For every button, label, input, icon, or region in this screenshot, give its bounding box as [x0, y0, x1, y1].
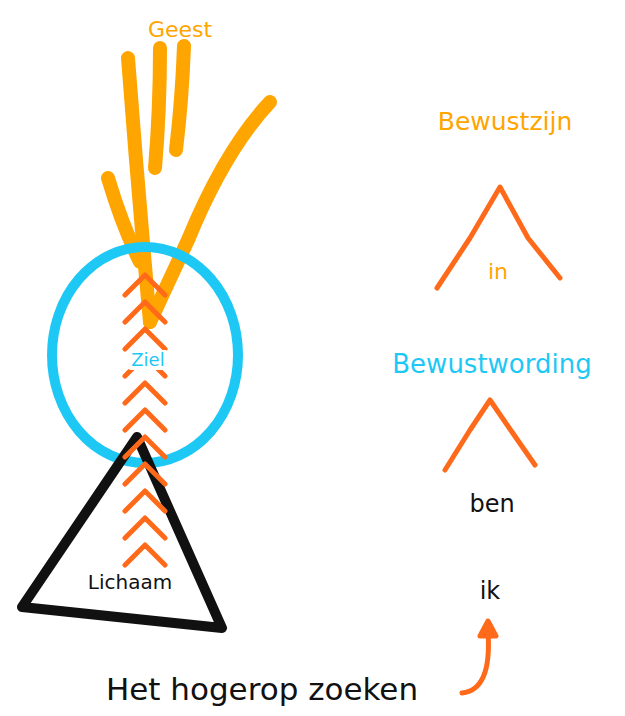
soul-outline	[52, 247, 238, 463]
rising-arrow	[462, 632, 488, 693]
arrow-head	[480, 621, 496, 636]
node-label: Geest	[145, 17, 215, 42]
chevron-large	[437, 187, 560, 288]
seeking-higher-label-wrap: Het hogerop zoeken	[103, 672, 421, 708]
flame-stroke	[176, 46, 184, 150]
consciousness-label: Bewustzijn	[435, 108, 576, 137]
consciousness-label-wrap: Bewustzijn	[435, 108, 576, 137]
i-label-wrap: ik	[477, 578, 504, 606]
node-label-wrap: Lichaam	[85, 571, 175, 594]
node-label-wrap: Ziel	[128, 350, 167, 371]
awakening-label: Bewustwording	[389, 350, 594, 380]
awakening-label-wrap: Bewustwording	[389, 350, 594, 380]
spirit-flame: Geest	[95, 5, 285, 335]
body-outline	[22, 437, 222, 628]
node-label: Lichaam	[85, 571, 175, 594]
am-label: ben	[466, 491, 517, 519]
seeking-higher-label: Het hogerop zoeken	[103, 672, 421, 708]
am-label-wrap: ben	[466, 491, 517, 519]
chevron-small	[445, 400, 535, 470]
flame-stroke	[150, 102, 270, 322]
node-label-wrap: Geest	[145, 17, 215, 42]
i-label: ik	[477, 578, 504, 606]
node-label: Ziel	[128, 350, 167, 371]
in-label-wrap: in	[485, 259, 511, 284]
shape-outline	[95, 5, 285, 335]
body-triangle: Lichaam	[15, 430, 230, 635]
shape-outline	[15, 430, 230, 635]
in-label: in	[485, 259, 511, 284]
chevron-stack	[125, 275, 165, 565]
flame-stroke	[155, 48, 160, 168]
